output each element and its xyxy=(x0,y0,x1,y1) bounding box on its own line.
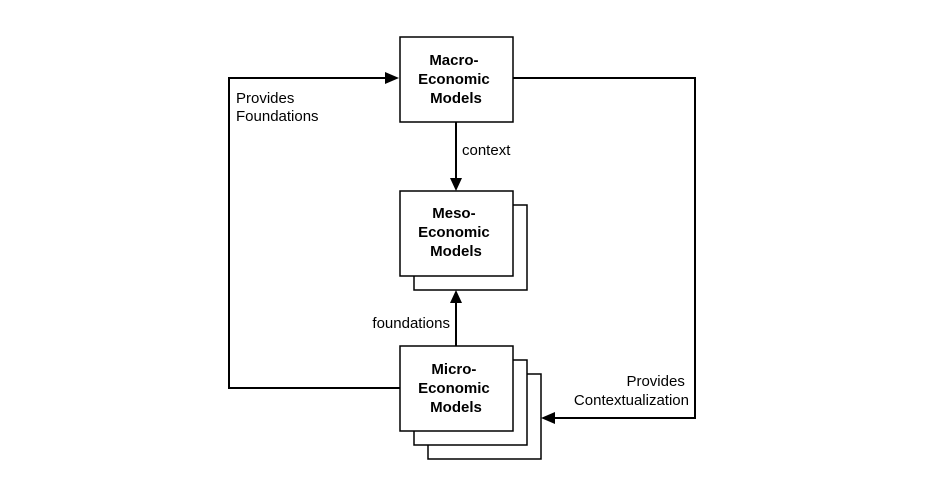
provides-contextualization-line xyxy=(513,77,696,419)
micro-label-line-3: Models xyxy=(430,399,482,416)
micro-label-line-2: Economic xyxy=(418,380,490,397)
context-label: context xyxy=(462,142,511,159)
macro-label: Macro- Economic Models xyxy=(418,52,494,107)
micro-economic-models-node: Micro- Economic Models xyxy=(399,345,542,460)
foundations-label: foundations xyxy=(372,315,450,332)
provides-contextualization-label-line-2: Contextualization xyxy=(574,392,689,409)
context-connector xyxy=(450,122,462,191)
provides-foundations-arrowhead xyxy=(385,72,399,84)
macro-label-line-3: Models xyxy=(430,90,482,107)
macro-label-line-2: Economic xyxy=(418,71,490,88)
micro-box-front xyxy=(399,345,514,432)
macro-label-line-1: Macro- xyxy=(429,52,478,69)
provides-foundations-label-line-1: Provides xyxy=(236,90,294,107)
meso-label: Meso- Economic Models xyxy=(418,205,494,260)
provides-contextualization-arrowhead xyxy=(541,412,555,424)
foundations-arrowhead xyxy=(450,290,462,303)
provides-foundations-connector xyxy=(228,72,400,389)
provides-foundations-label-line-2: Foundations xyxy=(236,108,319,125)
macro-box xyxy=(399,36,514,123)
meso-label-line-3: Models xyxy=(430,243,482,260)
meso-label-line-2: Economic xyxy=(418,224,490,241)
provides-contextualization-label-line-1: Provides xyxy=(626,373,684,390)
provides-contextualization-connector xyxy=(513,77,696,424)
meso-box-front xyxy=(399,190,514,277)
macro-economic-models-node: Macro- Economic Models xyxy=(399,36,514,123)
meso-economic-models-node: Meso- Economic Models xyxy=(399,190,528,291)
meso-label-line-1: Meso- xyxy=(432,205,475,222)
micro-label: Micro- Economic Models xyxy=(418,361,494,416)
context-arrowhead xyxy=(450,178,462,191)
provides-foundations-line xyxy=(228,77,400,389)
provides-foundations-label: Provides Foundations xyxy=(236,90,319,125)
micro-label-line-1: Micro- xyxy=(431,361,476,378)
provides-contextualization-label: Provides Contextualization xyxy=(574,373,689,409)
foundations-connector xyxy=(450,290,462,346)
